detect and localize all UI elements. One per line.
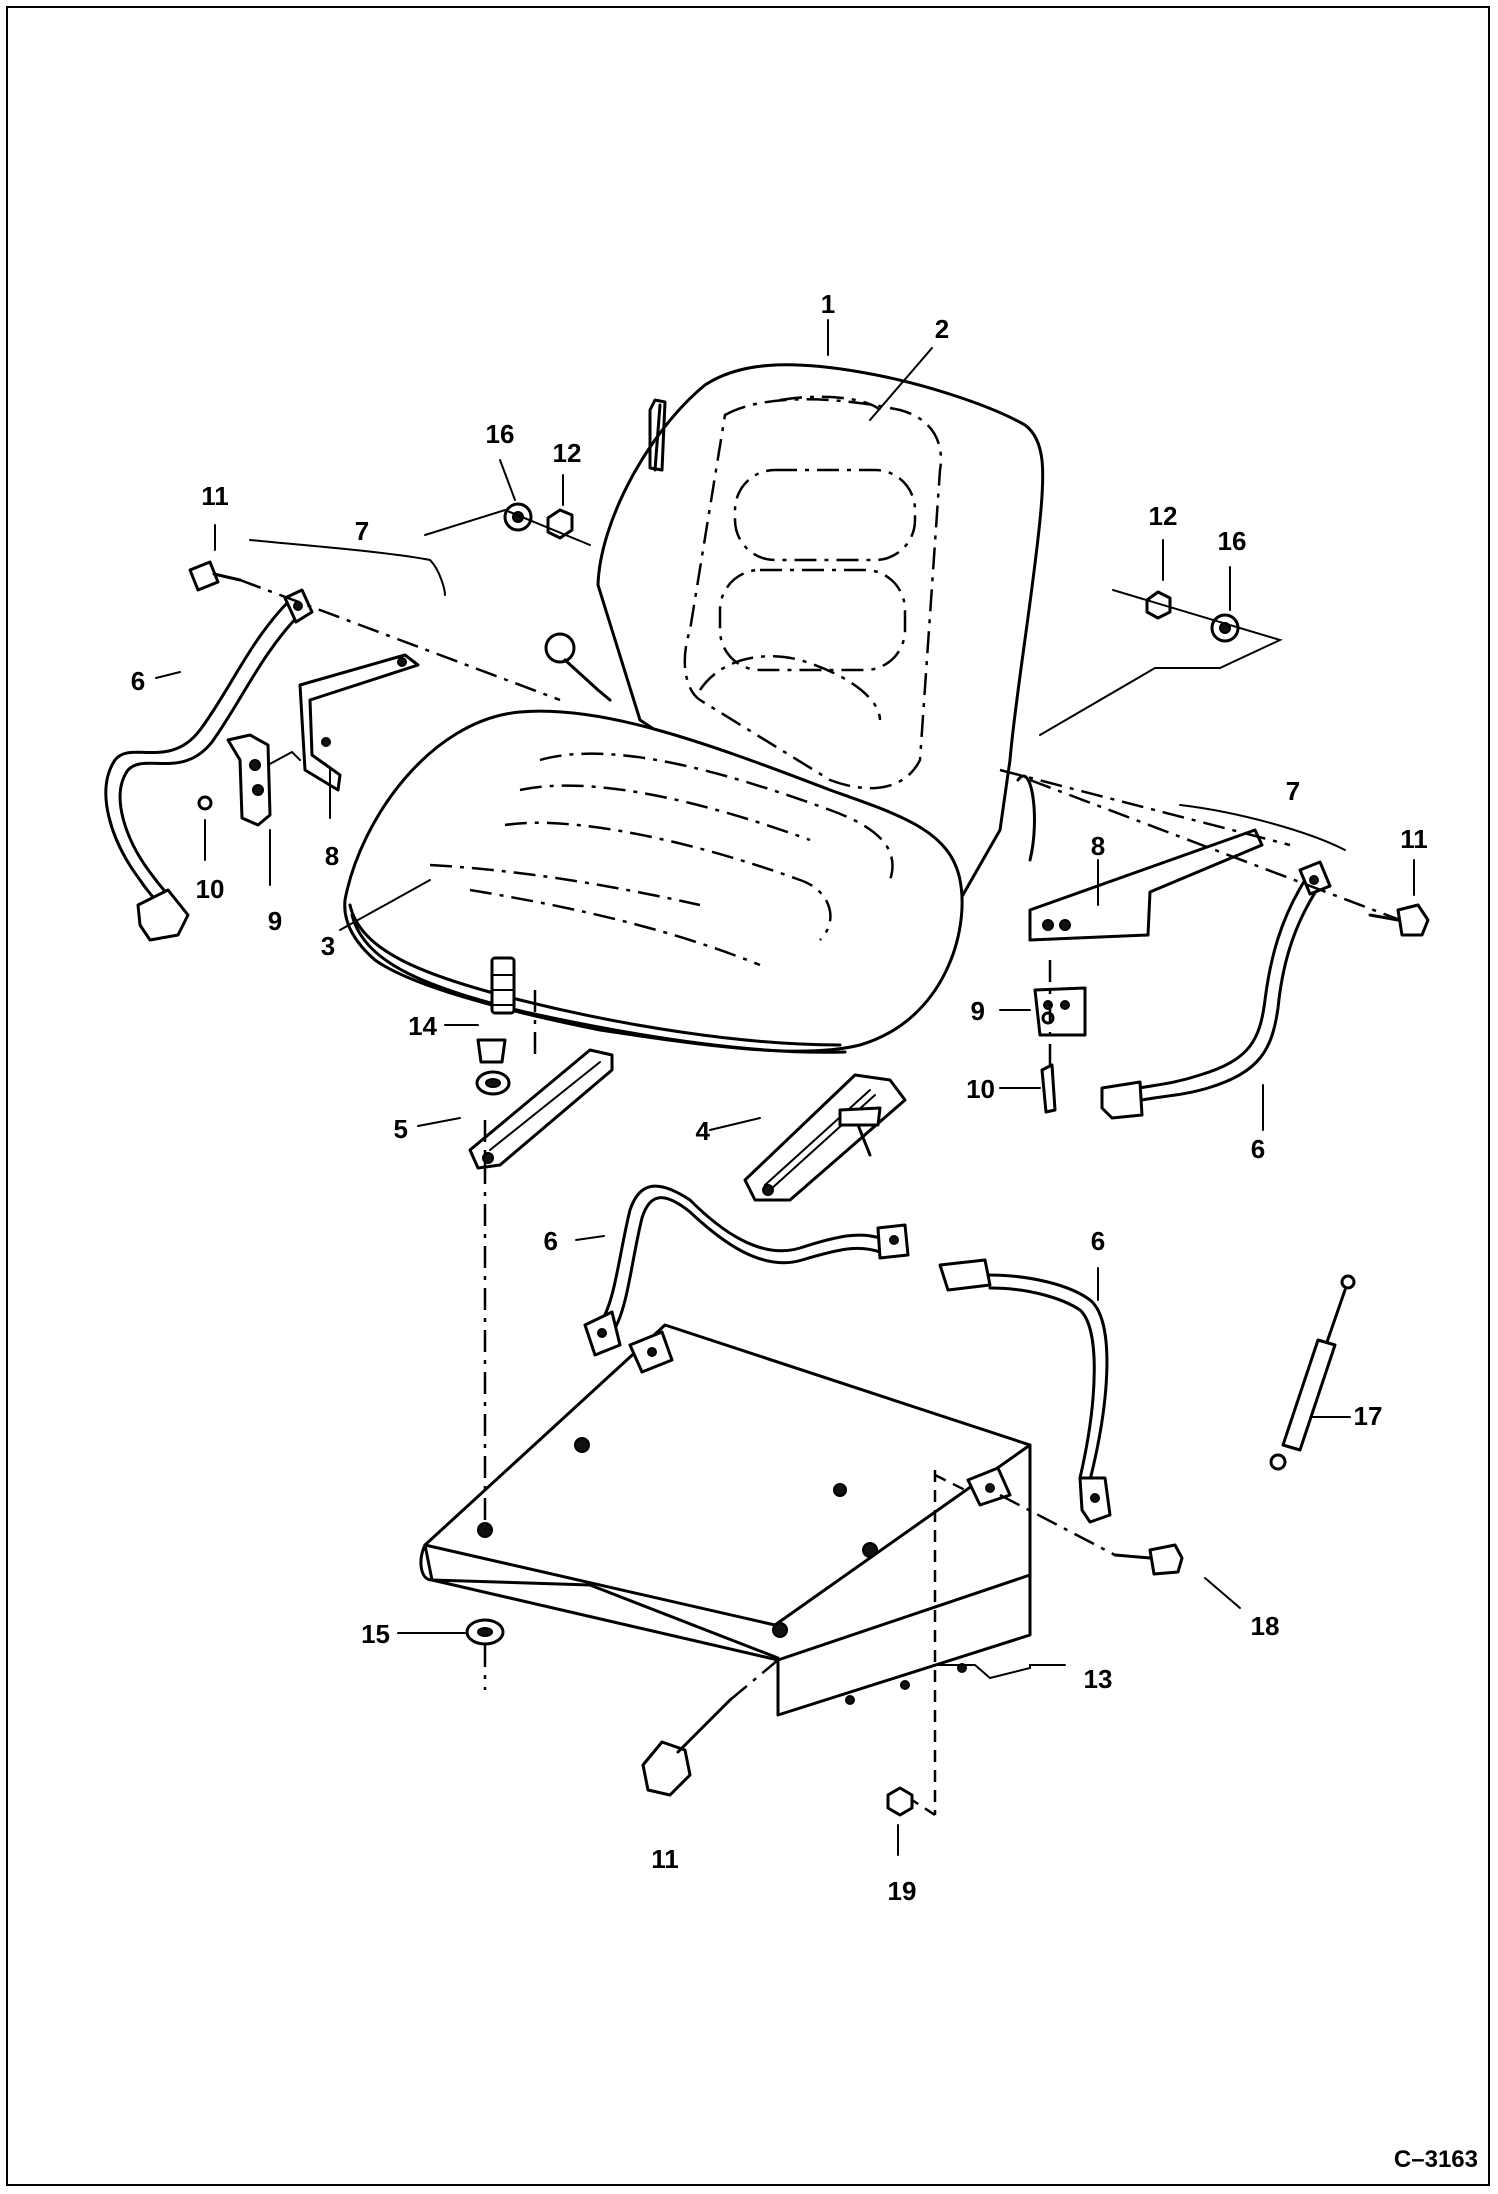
diagram-frame (6, 6, 1490, 2186)
callout-9-right: 9 (971, 996, 985, 1026)
callout-8-left: 8 (325, 841, 339, 871)
gas-spring (1269, 1274, 1356, 1471)
callout-14: 14 (408, 1011, 437, 1041)
callout-10-left: 10 (196, 874, 225, 904)
left-seat-belt (104, 588, 314, 942)
callout-4: 4 (696, 1116, 711, 1146)
callout-brackets (249, 508, 1346, 1680)
callout-11-bottom: 11 (651, 1844, 679, 1874)
callout-18: 18 (1251, 1611, 1280, 1641)
callout-6-lower-left: 6 (544, 1226, 558, 1256)
figure-reference: C–3163 (1394, 2146, 1478, 2173)
seat-base-plate (419, 1323, 1032, 1815)
callout-12-right: 12 (1149, 501, 1178, 531)
callout-10-right: 10 (966, 1074, 995, 1104)
callout-9-left: 9 (268, 906, 282, 936)
callout-3: 3 (321, 931, 335, 961)
callout-5: 5 (394, 1114, 408, 1144)
callout-11-top-left: 11 (201, 481, 229, 511)
callout-11-right: 11 (1400, 824, 1428, 854)
callout-12-left: 12 (553, 438, 582, 468)
left-brackets (226, 653, 420, 827)
callout-17: 17 (1354, 1401, 1383, 1431)
callout-13: 13 (1084, 1664, 1113, 1694)
callout-7-right: 7 (1286, 776, 1300, 806)
callout-labels: 1 2 3 4 5 6 6 6 6 7 7 8 8 9 9 10 10 11 1… (131, 289, 1428, 1906)
callout-6-top-left: 6 (131, 666, 145, 696)
callout-19: 19 (888, 1876, 917, 1906)
callout-16-right: 16 (1218, 526, 1247, 556)
centerlines (239, 578, 1401, 1817)
seat-assembly (343, 363, 1045, 1054)
callout-2: 2 (935, 314, 949, 344)
slide-rails (468, 956, 907, 1202)
callout-16-left: 16 (486, 419, 515, 449)
callout-7-left: 7 (355, 516, 369, 546)
callout-6-right: 6 (1251, 1134, 1265, 1164)
leader-lines (155, 319, 1415, 1856)
lower-seat-belts (583, 1184, 1112, 1524)
callout-8-right: 8 (1091, 831, 1105, 861)
callout-15: 15 (361, 1619, 390, 1649)
right-brackets-belt (1028, 828, 1332, 1120)
callout-6-lower-right: 6 (1091, 1226, 1105, 1256)
callout-1: 1 (821, 289, 835, 319)
fasteners (188, 502, 1430, 1817)
